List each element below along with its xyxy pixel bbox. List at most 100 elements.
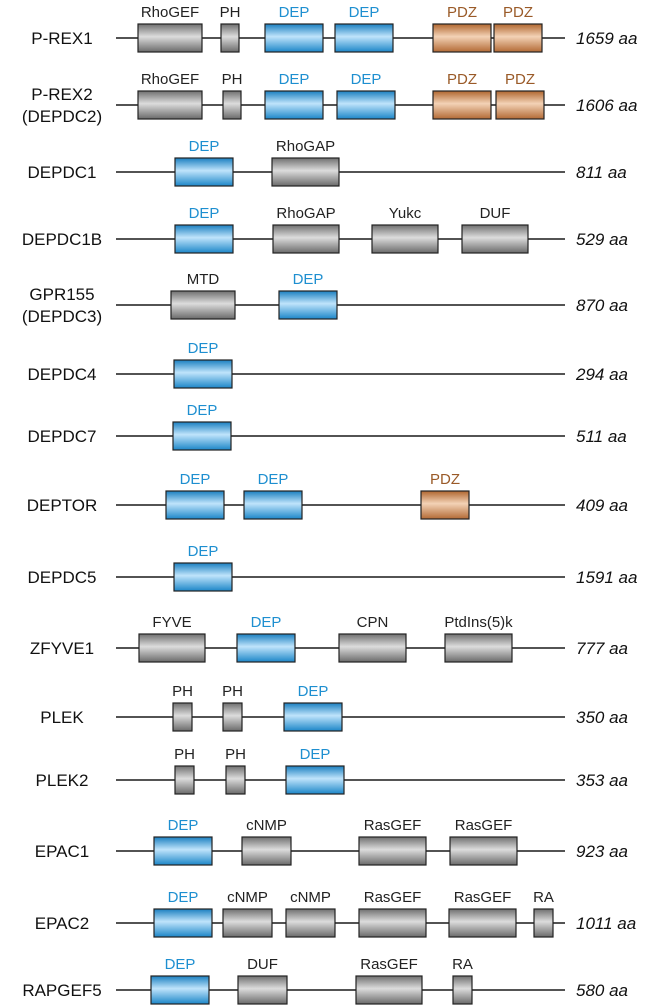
domain-cnmp-label: cNMP (227, 889, 268, 906)
domain-fyve-label: FYVE (152, 614, 191, 631)
domain-pdz-box (493, 23, 543, 53)
domain-rasgef-label: RasGEF (360, 956, 418, 973)
protein-row-depdc1b: DEPDC1B DEP RhoGAP Yukc DUF 529 aa (22, 205, 628, 254)
domain-cnmp-box (285, 908, 336, 938)
domain-rasgef-box (449, 836, 518, 866)
domain-dep-box (173, 359, 233, 389)
protein-name: P-REX2 (31, 85, 92, 104)
protein-length: 777 aa (576, 639, 628, 658)
domain-dep-box (334, 23, 394, 53)
domain-dep-label: DEP (180, 471, 211, 488)
protein-name: PLEK (40, 708, 84, 727)
domain-dep-box (174, 157, 234, 187)
protein-length: 811 aa (576, 163, 627, 182)
domain-rasgef-box (358, 908, 427, 938)
domain-cnmp-box (222, 908, 273, 938)
protein-name: RAPGEF5 (22, 981, 101, 1000)
domain-dep-label: DEP (189, 205, 220, 222)
domain-pdz-label: PDZ (505, 71, 535, 88)
protein-name: EPAC1 (35, 842, 90, 861)
domain-dep-box (236, 633, 296, 663)
domain-ph-box (225, 765, 246, 795)
protein-name: GPR155 (29, 285, 94, 304)
protein-name: DEPDC7 (28, 427, 97, 446)
domain-ph-label: PH (220, 4, 241, 21)
domain-dep-box (173, 562, 233, 592)
protein-length: 350 aa (576, 708, 628, 727)
domain-pdz-label: PDZ (447, 71, 477, 88)
domain-dep-label: DEP (258, 471, 289, 488)
domain-rasgef-label: RasGEF (364, 817, 422, 834)
domain-rhogef-label: RhoGEF (141, 4, 199, 21)
domain-dep-box (174, 224, 234, 254)
domain-ra-label: RA (533, 889, 554, 906)
domain-pdz-box (432, 23, 492, 53)
domain-dep-box (285, 765, 345, 795)
domain-rhogef-box (137, 90, 203, 120)
domain-rhogef-label: RhoGEF (141, 71, 199, 88)
domain-duf-box (237, 975, 288, 1005)
domain-dep-box (153, 836, 213, 866)
protein-length: 870 aa (576, 296, 628, 315)
domain-rhogap-label: RhoGAP (276, 205, 335, 222)
domain-dep-box (264, 90, 324, 120)
protein-length: 1011 aa (576, 914, 636, 933)
domain-ptdins-5-k-label: PtdIns(5)k (444, 614, 513, 631)
domain-duf-label: DUF (247, 956, 278, 973)
domain-pdz-label: PDZ (447, 4, 477, 21)
domain-dep-label: DEP (168, 889, 199, 906)
domain-dep-label: DEP (251, 614, 282, 631)
domain-ph-label: PH (225, 746, 246, 763)
domain-cpn-label: CPN (357, 614, 389, 631)
domain-ph-label: PH (172, 683, 193, 700)
domain-mtd-label: MTD (187, 271, 220, 288)
domain-dep-label: DEP (351, 71, 382, 88)
domain-yukc-box (371, 224, 439, 254)
domain-pdz-box (420, 490, 470, 520)
protein-length: 580 aa (576, 981, 628, 1000)
domain-duf-label: DUF (480, 205, 511, 222)
domain-dep-label: DEP (187, 402, 218, 419)
domain-dep-box (172, 421, 232, 451)
protein-row-depdc1: DEPDC1 DEP RhoGAP 811 aa (28, 138, 627, 187)
protein-length: 353 aa (576, 771, 628, 790)
domain-cnmp-label: cNMP (246, 817, 287, 834)
domain-rasgef-box (358, 836, 427, 866)
protein-name: DEPDC1B (22, 230, 102, 249)
domain-mtd-box (170, 290, 236, 320)
domain-dep-box (153, 908, 213, 938)
protein-name: DEPTOR (27, 496, 98, 515)
domain-duf-box (461, 224, 529, 254)
protein-name: P-REX1 (31, 29, 92, 48)
domain-pdz-box (432, 90, 492, 120)
domain-rasgef-label: RasGEF (454, 889, 512, 906)
domain-dep-label: DEP (189, 138, 220, 155)
domain-dep-label: DEP (168, 817, 199, 834)
domain-ph-box (220, 23, 240, 53)
domain-rasgef-label: RasGEF (364, 889, 422, 906)
domain-dep-label: DEP (188, 543, 219, 560)
domain-dep-box (278, 290, 338, 320)
domain-ra-box (533, 908, 554, 938)
domain-yukc-label: Yukc (389, 205, 422, 222)
domain-pdz-box (495, 90, 545, 120)
protein-length: 1659 aa (576, 29, 637, 48)
domain-dep-label: DEP (300, 746, 331, 763)
domain-ra-label: RA (452, 956, 473, 973)
domain-dep-label: DEP (279, 71, 310, 88)
domain-dep-label: DEP (165, 956, 196, 973)
protein-length: 529 aa (576, 230, 628, 249)
domain-dep-label: DEP (349, 4, 380, 21)
domain-rhogap-label: RhoGAP (276, 138, 335, 155)
domain-ph-label: PH (174, 746, 195, 763)
protein-name: DEPDC4 (28, 365, 97, 384)
protein-name: DEPDC1 (28, 163, 97, 182)
domain-ph-box (174, 765, 195, 795)
protein-row-rapgef5: RAPGEF5 DEP DUF RasGEF RA 580 aa (22, 956, 628, 1005)
